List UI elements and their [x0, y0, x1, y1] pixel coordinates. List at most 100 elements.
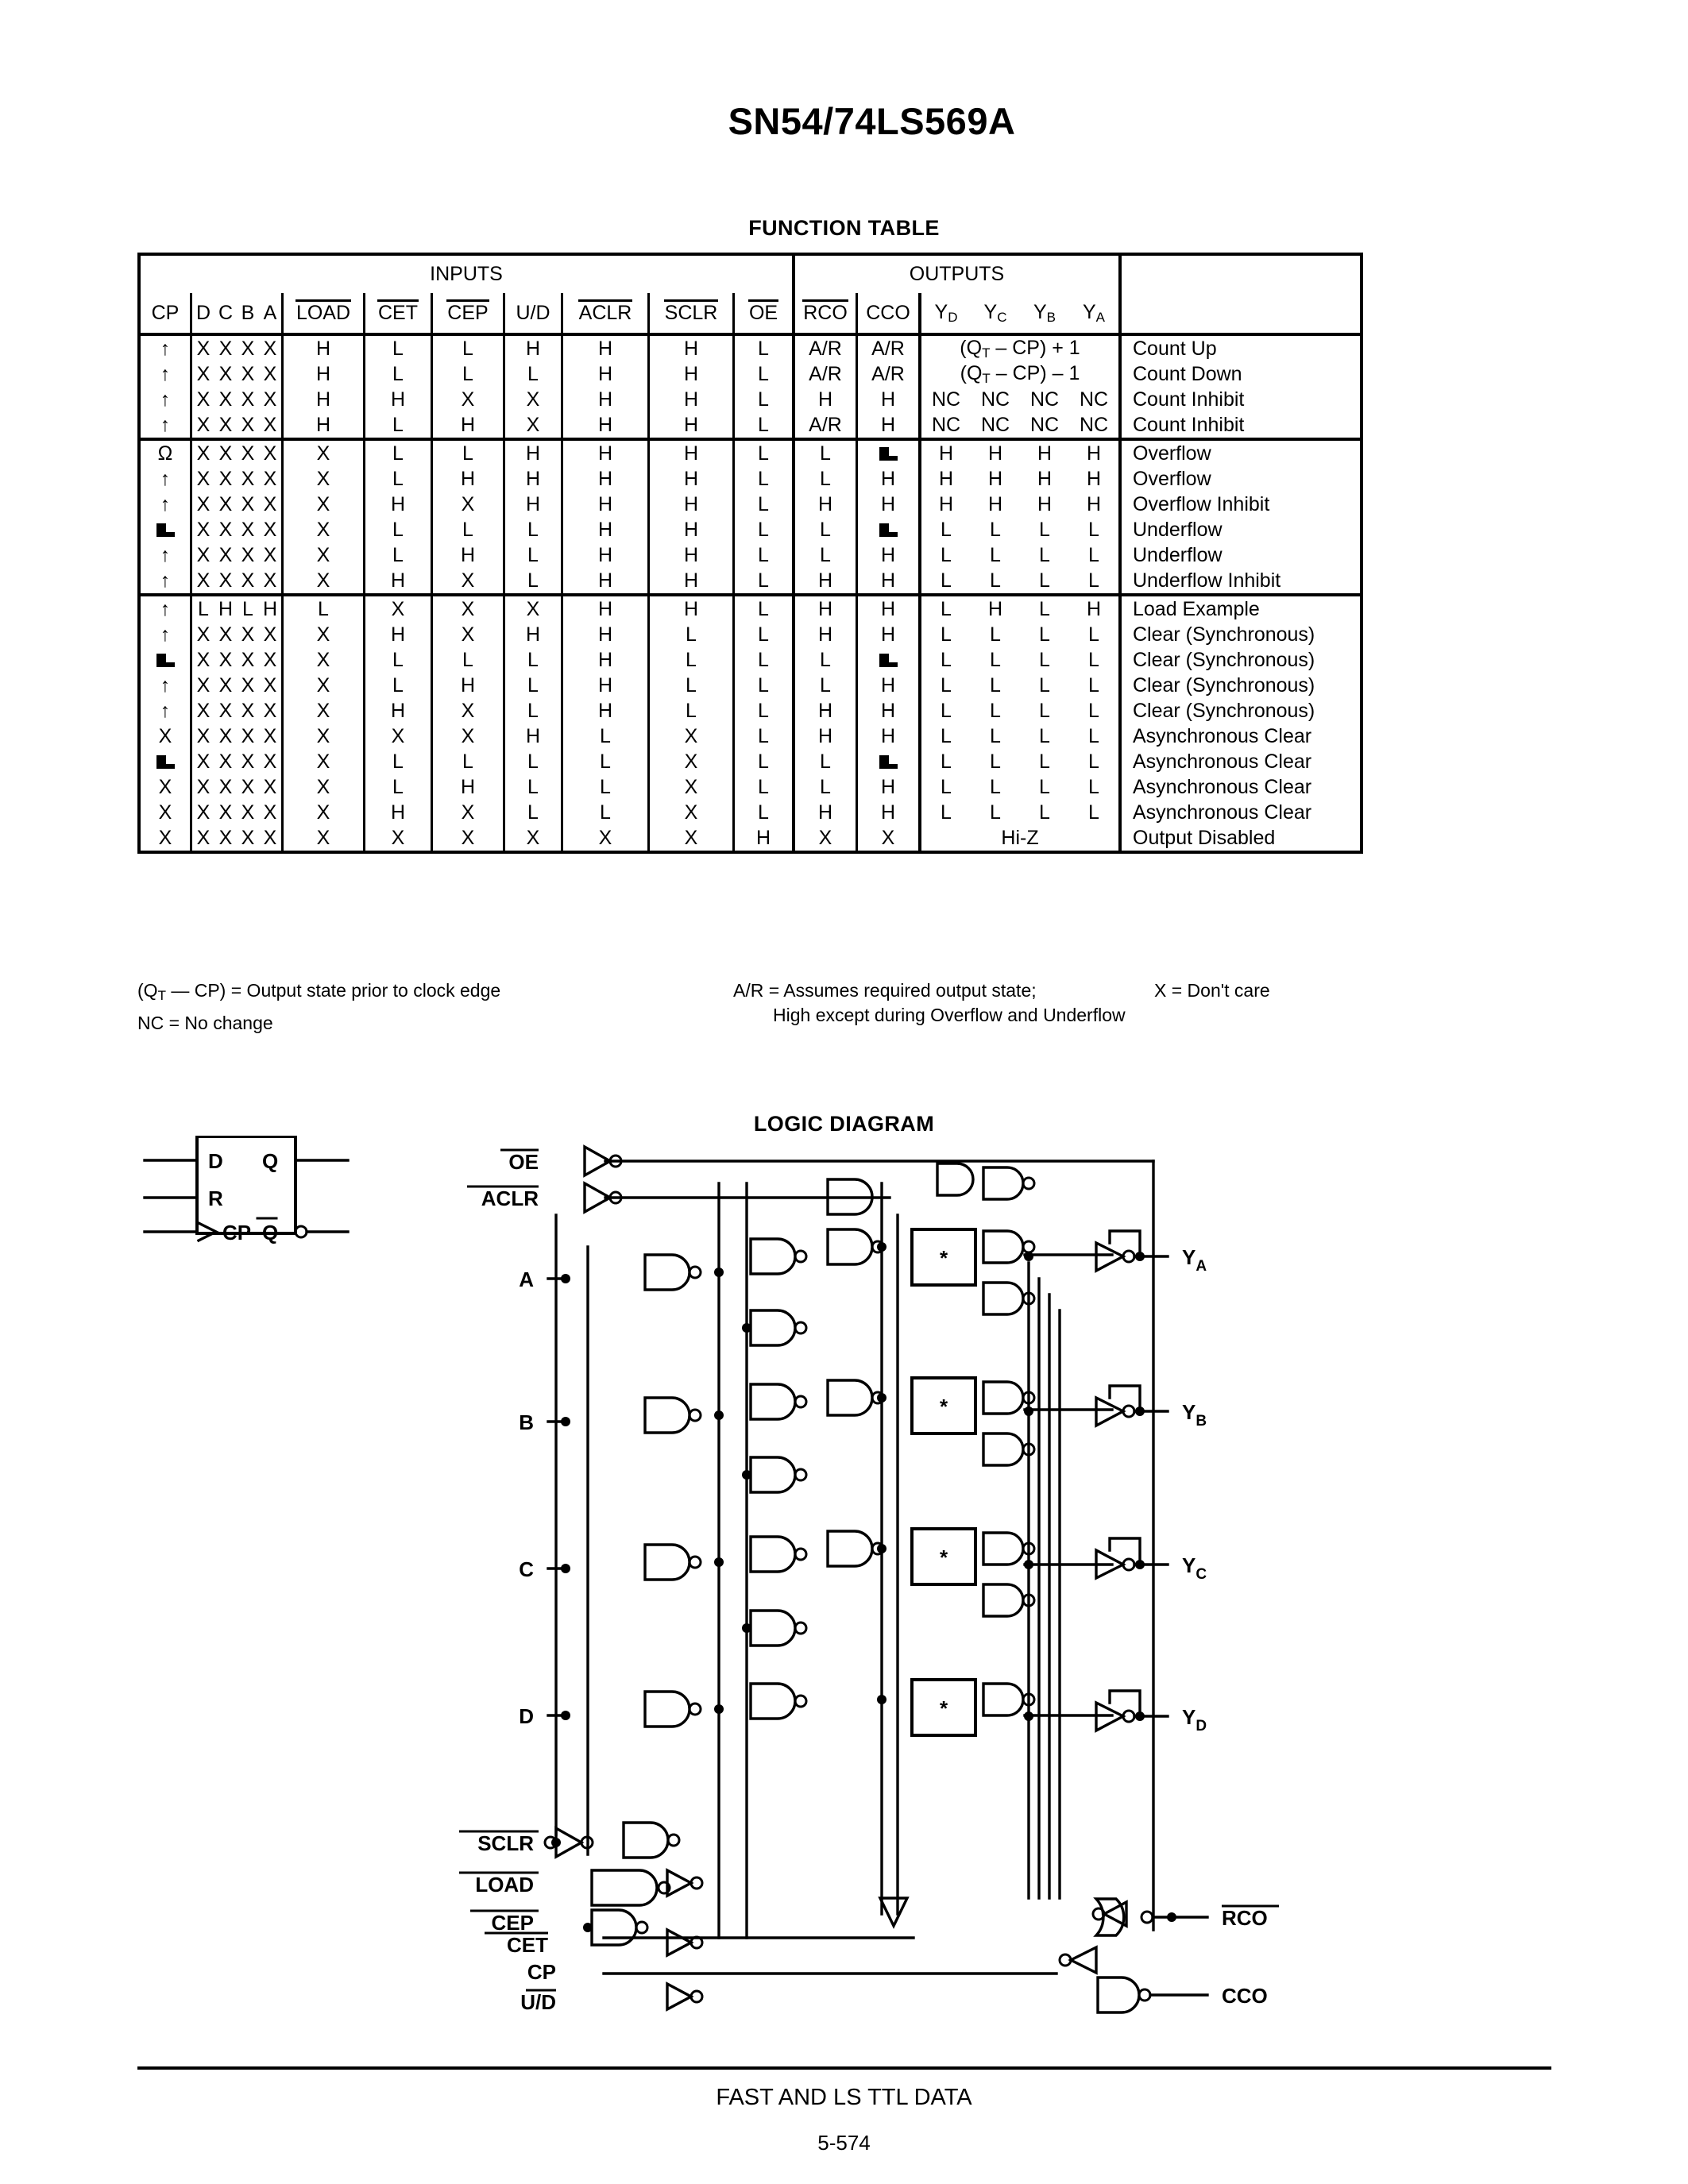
cell-cep: X [431, 593, 504, 622]
cell-cet: L [363, 438, 432, 466]
cell-ya: L [1069, 622, 1122, 647]
cell-cco: H [856, 774, 921, 800]
cell-d: X [190, 466, 214, 492]
cell-yc: L [990, 775, 1001, 798]
cell-yd: H [920, 438, 971, 466]
cell-cp: X [158, 801, 172, 824]
cell-description: Underflow [1120, 542, 1363, 568]
cell-cco: H [856, 542, 921, 568]
cell-d: X [190, 723, 214, 749]
cell-d: X [190, 334, 214, 361]
input-label-cp: CP [527, 1960, 556, 1984]
cell-a: X [263, 623, 277, 646]
cell-b: X [241, 388, 255, 411]
cell-load: X [281, 466, 365, 492]
cell-a: X [263, 724, 277, 747]
cell-cco: A/R [856, 361, 921, 387]
cell-yc: L [990, 543, 1001, 566]
cell-d: X [190, 800, 214, 825]
cell-aclr: L [561, 774, 649, 800]
cell-a: X [263, 467, 277, 490]
cell-rco: L [794, 438, 857, 466]
cell-d: X [190, 412, 214, 439]
cell-aclr: H [561, 673, 649, 698]
cell-a: X [263, 673, 277, 696]
cell-ya: L [1069, 542, 1122, 568]
cell-yb: H [1020, 438, 1069, 466]
cell-b: X [241, 699, 255, 722]
cell-yc: H [987, 492, 1003, 515]
cell-cp: ↑ [139, 466, 191, 492]
col-cp: CP [151, 301, 180, 324]
flipflop-d-label: D [208, 1149, 223, 1173]
cell-yc: L [990, 569, 1001, 592]
cell-sclr: H [647, 361, 734, 387]
cell-yd: L [941, 673, 952, 696]
cell-a: X [263, 801, 277, 824]
cell-ud: X [503, 412, 562, 439]
cell-ya: L [1069, 774, 1122, 800]
cell-yc: L [990, 518, 1001, 541]
pulse-icon [156, 755, 175, 770]
cell-aclr: H [561, 438, 649, 466]
input-label-c: C [519, 1557, 534, 1581]
cell-sclr: L [647, 622, 734, 647]
output-label-yb: YB [1182, 1400, 1207, 1430]
cell-ud: H [503, 492, 562, 517]
cell-yd: L [941, 724, 952, 747]
cell-cep: X [431, 622, 504, 647]
cell-sclr: X [647, 800, 734, 825]
cell-description: Asynchronous Clear [1120, 800, 1363, 825]
output-label-ya: YA [1182, 1245, 1207, 1275]
cell-c: H [214, 593, 237, 622]
cell-ya: L [1069, 800, 1122, 825]
col-a: A [263, 301, 277, 324]
cell-ud: X [503, 387, 562, 412]
cell-aclr: H [561, 412, 649, 439]
cell-y-span: (QT – CP) + 1 [920, 334, 1122, 361]
col-b: B [241, 301, 255, 324]
cell-cet: H [363, 387, 432, 412]
clock-rise-icon: ↑ [160, 597, 171, 620]
cell-cet: L [363, 749, 432, 774]
cell-cp: ↑ [139, 698, 191, 723]
cell-b: X [241, 337, 255, 360]
input-label-aclr: ACLR [481, 1187, 539, 1210]
cell-aclr: X [561, 825, 649, 852]
clock-rise-icon: ↑ [160, 413, 171, 436]
cell-description: Count Up [1120, 334, 1363, 361]
cell-ya: H [1069, 492, 1122, 517]
cell-ud: L [503, 517, 562, 542]
cell-sclr: X [647, 749, 734, 774]
cell-yd: L [941, 569, 952, 592]
cell-cep: X [431, 387, 504, 412]
cell-cco: H [856, 673, 921, 698]
cell-d: X [190, 542, 214, 568]
cell-b: X [241, 467, 255, 490]
cell-yd: NC [931, 413, 961, 436]
cell-c: X [214, 438, 237, 466]
cell-yb: L [1039, 724, 1050, 747]
cell-load: H [281, 387, 365, 412]
cell-ya: L [1069, 749, 1122, 774]
cell-cp: ↑ [139, 361, 191, 387]
cell-cco: H [856, 387, 921, 412]
cell-a: X [263, 543, 277, 566]
cell-cco: H [856, 593, 921, 622]
cell-cet: H [363, 568, 432, 595]
pulse-icon [156, 654, 175, 668]
cell-rco: L [820, 518, 831, 541]
col-sclr: SCLR [647, 293, 734, 334]
cell-ud: X [503, 825, 562, 852]
cell-cep: L [431, 438, 504, 466]
cell-oe: L [732, 774, 795, 800]
footer-divider [137, 2066, 1551, 2070]
cell-cep: H [431, 466, 504, 492]
cell-rco: X [818, 826, 832, 849]
cell-cep: X [431, 492, 504, 517]
cell-cep: L [431, 334, 504, 361]
